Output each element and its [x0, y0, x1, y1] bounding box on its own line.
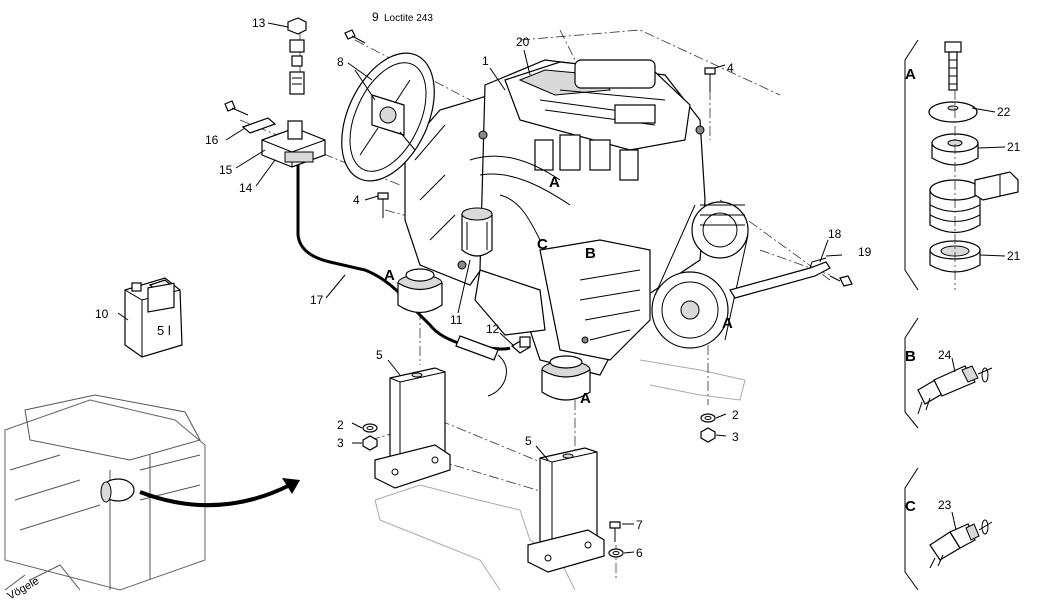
callout-8: 8 [337, 55, 344, 69]
callout-21-bottom: 21 [1007, 249, 1021, 263]
side-panel-letters: A B C [905, 66, 916, 515]
callout-23: 23 [938, 498, 952, 512]
callout-1: 1 [482, 54, 489, 68]
callout-9: 9 [372, 10, 379, 24]
part-14-clamp [261, 120, 326, 168]
ref-b-engine: B [585, 245, 596, 262]
callout-4-top: 4 [727, 61, 734, 75]
callout-20: 20 [516, 35, 530, 49]
callout-2-right: 2 [732, 408, 739, 422]
callout-labels: 1 20 8 9 Loctite 243 13 16 15 14 17 10 1… [95, 10, 1021, 560]
callout-3-right: 3 [732, 430, 739, 444]
engine-assembly [404, 59, 749, 376]
callout-13: 13 [252, 16, 266, 30]
ref-a-engine: A [549, 174, 560, 191]
callout-3-left: 3 [337, 436, 344, 450]
part-9-bolt [344, 29, 366, 44]
callout-12: 12 [486, 322, 500, 336]
part-6-washer [608, 548, 624, 558]
ref-a-mount-mid: A [580, 390, 591, 407]
paver-machine: Vögele [4, 394, 300, 601]
part-2-washer-left [362, 423, 378, 433]
callout-19: 19 [858, 245, 872, 259]
callout-21-top: 21 [1007, 140, 1021, 154]
panel-a-letter: A [905, 66, 916, 83]
leader-lines [117, 22, 843, 554]
callout-11: 11 [450, 313, 463, 327]
panel-b-letter: B [905, 348, 916, 365]
detail-panel-c [904, 467, 993, 591]
callout-24: 24 [938, 348, 952, 362]
part-18-bracket [729, 257, 831, 299]
callout-6: 6 [636, 546, 643, 560]
callout-17: 17 [310, 293, 324, 307]
callout-4-left: 4 [353, 193, 360, 207]
engine-mount-mid [541, 355, 591, 401]
ref-a-mount-left: A [384, 267, 395, 284]
part-16-bolt [224, 100, 249, 116]
callout-2-left: 2 [337, 418, 344, 432]
callout-18: 18 [828, 227, 842, 241]
callout-16: 16 [205, 133, 219, 147]
ref-c-engine: C [537, 236, 548, 253]
part-19-bolt [829, 275, 853, 287]
part-8-cover-plate [341, 52, 435, 182]
panel-c-letter: C [905, 498, 916, 515]
callout-7: 7 [636, 518, 643, 532]
loctite-note: Loctite 243 [384, 13, 433, 24]
callout-5-right: 5 [525, 434, 532, 448]
part-17-hose-fitting-top [289, 39, 305, 95]
detail-panel-a [904, 39, 1019, 291]
part-12-fitting [510, 336, 532, 354]
ref-a-mount-right: A [722, 315, 733, 332]
part-3-nut-left [362, 435, 378, 451]
engine-mount-left [397, 268, 443, 314]
callout-22: 22 [997, 105, 1011, 119]
detail-panel-b [904, 317, 993, 429]
brand-label: Vögele [6, 575, 42, 601]
callout-14: 14 [239, 181, 253, 195]
part-5-bracket-right [527, 447, 605, 573]
part-13-nut [287, 17, 307, 35]
part-4-bolt-top [704, 67, 716, 92]
callout-10: 10 [95, 307, 109, 321]
part-7-bolt [609, 521, 621, 542]
part-11-oil-filter [461, 207, 493, 257]
callout-15: 15 [219, 163, 233, 177]
part-3-nut-right [700, 427, 716, 443]
canister-label: 5 l [157, 323, 171, 338]
part-4-bolt-left [377, 192, 389, 218]
part-5-bracket-left [374, 367, 451, 489]
part-10-canister: 5 l [124, 277, 183, 358]
detail-reference-letters: A C B A A A [384, 174, 733, 407]
callout-5-left: 5 [376, 348, 383, 362]
part-15-plate [241, 117, 277, 134]
part-2-washer-right [700, 413, 716, 423]
